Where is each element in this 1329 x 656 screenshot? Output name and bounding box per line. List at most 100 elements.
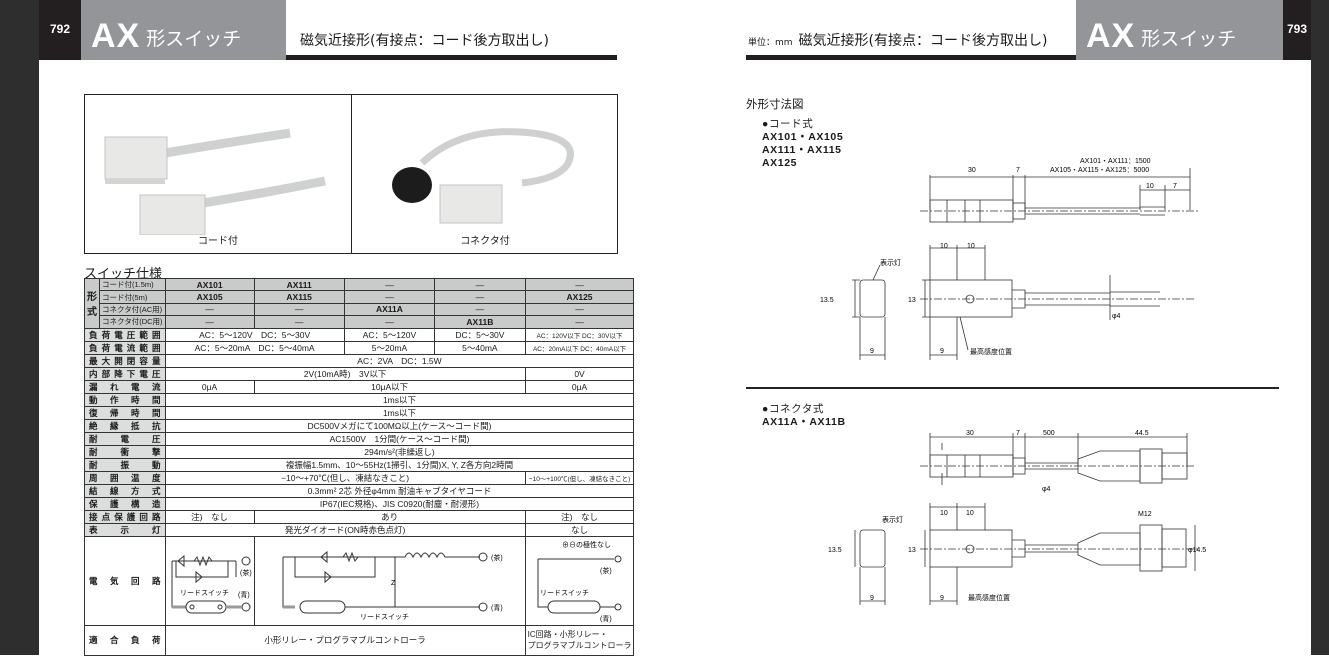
table-row: 漏れ電流 0μA 10μA以下 0μA xyxy=(84,379,635,394)
table-row: 耐電圧 AC1500V 1分間(ケース～コード間) xyxy=(84,431,635,446)
svg-text:M12: M12 xyxy=(1138,511,1152,518)
svg-text:Z: Z xyxy=(391,580,396,587)
page-subtitle-left: 磁気近接形(有接点：コード後方取出し) xyxy=(300,33,549,49)
svg-text:7: 7 xyxy=(1016,430,1020,437)
svg-text:500: 500 xyxy=(1043,430,1055,437)
svg-text:9: 9 xyxy=(870,348,874,355)
right-margin-bar xyxy=(1311,0,1329,655)
table-row: 最大開閉容量 AC：2VA DC：1.5W xyxy=(84,353,635,368)
connector-type-dimension-drawing: 30 7 500 44.5 φ4 10 10 13.5 13 9 9 M12 φ… xyxy=(828,430,1206,605)
product-photos: コード付 コネクタ付 xyxy=(84,94,618,254)
svg-text:(青): (青) xyxy=(600,614,612,623)
circuit-diagram-protected: Z (茶) (青) リードスイッチ xyxy=(282,550,503,621)
table-row: 周囲温度 −10～+70℃(但し、凍結なきこと) −10～+100℃(但し、凍結… xyxy=(84,470,635,485)
page-number-left: 792 xyxy=(39,0,81,60)
svg-text:リードスイッチ: リードスイッチ xyxy=(360,613,409,621)
table-row: 絶縁抵抗 DC500Vメガにて100MΩ以上(ケース～コード間) xyxy=(84,418,635,433)
table-row: 保護構造 IP67(IEC規格)、JIS C0920(耐塵・耐浸形) xyxy=(84,496,635,511)
photo-caption-connector: コネクタ付 xyxy=(460,236,510,247)
photo-cord-type: コード付 xyxy=(85,95,352,253)
table-row-circuit: 電気回路 (茶) (青) リードスイッチ xyxy=(84,535,635,626)
connector-type-heading: ●コネクタ式 xyxy=(762,403,825,415)
circuit-diagram-basic: ⊕⊖の極性なし (茶) (青) リードスイッチ xyxy=(537,540,622,623)
circuit-no-indicator: ⊕⊖の極性なし (茶) (青) リードスイッチ xyxy=(524,535,635,626)
row-label: コード付(1.5m) xyxy=(99,277,166,292)
circuit-with-protection: Z (茶) (青) リードスイッチ xyxy=(253,535,526,626)
table-row: 負荷電圧範囲 AC：5～120V DC：5～30V AC：5～120V DC：5… xyxy=(84,327,635,342)
table-row: 耐振動 複振幅1.5mm、10～55Hz(1掃引、1分間)X, Y, Z各方向2… xyxy=(84,457,635,472)
connector-type-models: AX11A・AX11B xyxy=(762,416,846,428)
svg-text:9: 9 xyxy=(940,595,944,602)
table-row: 接点保護回路 注) なし あり 注) なし xyxy=(84,509,635,524)
circuit-no-protection: (茶) (青) リードスイッチ xyxy=(164,535,255,626)
svg-text:44.5: 44.5 xyxy=(1135,430,1149,437)
cord-type-models: AX101・AX105 AX111・AX115 AX125 xyxy=(762,131,844,169)
table-row: 耐衝撃 294m/s²(非繰返し) xyxy=(84,444,635,459)
svg-text:⊕⊖の極性なし: ⊕⊖の極性なし xyxy=(562,540,611,549)
spec-table: 形式 コード付(1.5m) AX101 AX111 — — — コード付(5m)… xyxy=(84,277,635,656)
left-margin-bar xyxy=(0,0,39,655)
series-title-right: AX 形スイッチ xyxy=(1076,0,1285,60)
row-label: コネクタ付(AC用) xyxy=(99,302,166,317)
table-row: コネクタ付(AC用) — — AX11A — — xyxy=(85,302,635,317)
table-row: 結線方式 0.3mm² 2芯 外径φ4mm 耐油キャブタイヤコード xyxy=(84,483,635,498)
svg-text:φ4: φ4 xyxy=(1112,313,1121,320)
cord-type-dimension-drawing: 30 7 AX101・AX111：1500 AX105・AX115・AX125：… xyxy=(820,158,1198,360)
svg-text:30: 30 xyxy=(966,430,974,437)
svg-text:10: 10 xyxy=(940,243,948,250)
table-row: コード付(5m) AX105 AX115 — — AX125 xyxy=(85,290,635,304)
series-title-jp: 形スイッチ xyxy=(146,28,242,50)
svg-text:9: 9 xyxy=(870,595,874,602)
svg-text:(茶): (茶) xyxy=(240,568,252,577)
table-row: 動作時間 1ms以下 xyxy=(84,392,635,407)
dimension-title: 外形寸法図 xyxy=(746,97,804,111)
svg-text:13: 13 xyxy=(908,297,916,304)
svg-text:φ4: φ4 xyxy=(1042,486,1051,493)
svg-text:(茶): (茶) xyxy=(600,566,612,575)
svg-text:13.5: 13.5 xyxy=(828,547,842,554)
table-row: 形式 コード付(1.5m) AX101 AX111 — — — xyxy=(84,277,635,329)
header-rule-left xyxy=(286,55,617,60)
series-code: AX xyxy=(91,17,141,55)
svg-text:(青): (青) xyxy=(491,603,503,612)
circuit-diagram-simple: (茶) (青) リードスイッチ xyxy=(171,554,252,614)
svg-text:(茶): (茶) xyxy=(491,553,503,562)
table-row: 負荷電流範囲 AC：5～20mA DC：5～40mA 5～20mA 5～40mA… xyxy=(84,340,635,355)
svg-text:AX105・AX115・AX125：5000: AX105・AX115・AX125：5000 xyxy=(1050,167,1149,174)
table-row: 内部降下電圧 2V(10mA時) 3V以下 0V xyxy=(84,366,635,381)
svg-text:リードスイッチ: リードスイッチ xyxy=(180,589,229,597)
svg-text:7: 7 xyxy=(1173,183,1177,190)
photo-caption-cord: コード付 xyxy=(198,236,238,247)
model-group-label: 形式 xyxy=(84,278,100,329)
section-divider xyxy=(746,387,1279,389)
svg-text:9: 9 xyxy=(940,348,944,355)
photo-connector-type: コネクタ付 xyxy=(352,95,618,253)
row-label: コード付(5m) xyxy=(99,290,166,304)
svg-text:(青): (青) xyxy=(238,590,250,599)
table-row: コネクタ付(DC用) — — — AX11B — xyxy=(85,315,635,329)
series-title-left: AX 形スイッチ xyxy=(81,0,286,60)
svg-text:10: 10 xyxy=(940,510,948,517)
svg-text:最高感度位置: 最高感度位置 xyxy=(968,593,1010,602)
svg-text:表示灯: 表示灯 xyxy=(882,515,903,524)
table-row: 適合負荷 小形リレー・プログラマブルコントローラ IC回路・小形リレー・プログラ… xyxy=(84,624,635,656)
svg-text:10: 10 xyxy=(1146,183,1154,190)
row-label: コネクタ付(DC用) xyxy=(99,315,166,329)
connector-switch-image xyxy=(392,128,574,224)
table-row: 表示灯 発光ダイオード(ON時赤色点灯) なし xyxy=(84,522,635,537)
svg-text:AX101・AX111：1500: AX101・AX111：1500 xyxy=(1080,158,1151,165)
svg-text:13: 13 xyxy=(908,547,916,554)
table-row: 復帰時間 1ms以下 xyxy=(84,405,635,420)
svg-text:13.5: 13.5 xyxy=(820,297,834,304)
page-number-right: 793 xyxy=(1283,0,1311,60)
cord-switch-image xyxy=(104,128,326,236)
svg-text:φ14.5: φ14.5 xyxy=(1188,547,1206,554)
cord-type-heading: ●コード式 xyxy=(762,118,814,130)
svg-text:10: 10 xyxy=(967,243,975,250)
svg-text:7: 7 xyxy=(1016,167,1020,174)
header-rule-right xyxy=(746,55,1076,60)
svg-text:30: 30 xyxy=(968,167,976,174)
svg-text:10: 10 xyxy=(966,510,974,517)
svg-text:最高感度位置: 最高感度位置 xyxy=(970,347,1012,356)
